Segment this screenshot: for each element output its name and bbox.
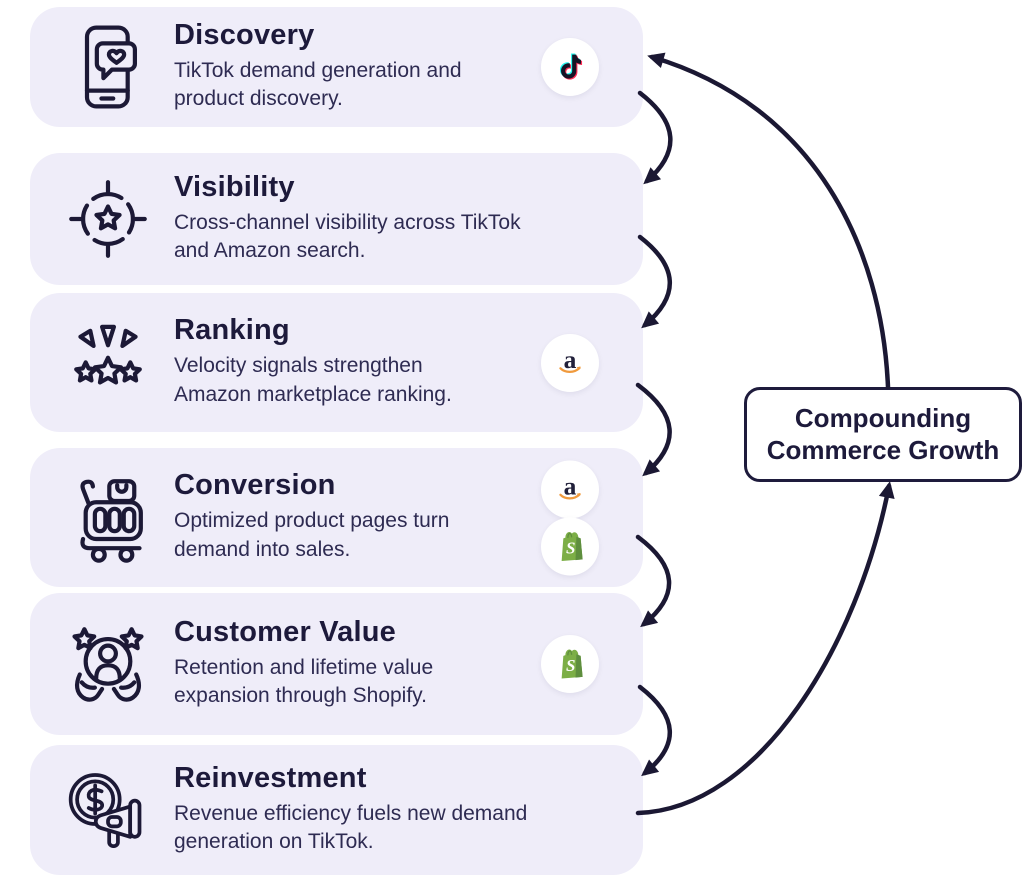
card-description: Velocity signals strengthen Amazon marke… bbox=[174, 354, 452, 406]
coin-megaphone-icon bbox=[66, 745, 150, 875]
brand-badges: S bbox=[541, 635, 599, 693]
card-title: Customer Value bbox=[174, 615, 396, 648]
card-description: TikTok demand generation and product dis… bbox=[174, 58, 462, 111]
shopify-icon: S bbox=[541, 517, 599, 575]
card-description: Retention and lifetime value expansion t… bbox=[174, 655, 434, 708]
card-description: Optimized product pages turn demand into… bbox=[174, 509, 450, 561]
card-description: Revenue efficiency fuels new demand gene… bbox=[174, 801, 528, 854]
arc-node-to-discovery bbox=[647, 52, 891, 390]
stars-burst-icon bbox=[66, 293, 150, 432]
svg-text:S: S bbox=[566, 656, 575, 675]
tiktok-icon bbox=[541, 38, 599, 96]
card-title: Reinvestment bbox=[174, 761, 367, 794]
svg-text:a: a bbox=[564, 472, 577, 500]
arc-reinvestment-to-node bbox=[635, 481, 895, 816]
amazon-icon: a bbox=[541, 460, 599, 518]
shopping-cart-icon bbox=[66, 448, 150, 587]
shopify-icon: S bbox=[541, 635, 599, 693]
card-reinvestment: Reinvestment Revenue efficiency fuels ne… bbox=[30, 745, 643, 875]
growth-node-line2: Commerce Growth bbox=[766, 434, 1000, 465]
customer-care-icon bbox=[66, 593, 150, 735]
brand-badges: a S bbox=[541, 460, 599, 575]
card-title: Ranking bbox=[174, 314, 290, 347]
growth-node-line1: Compounding bbox=[794, 402, 972, 433]
arc-customer-reinvestment bbox=[637, 684, 672, 777]
card-title: Conversion bbox=[174, 469, 336, 502]
card-visibility: Visibility Cross-channel visibility acro… bbox=[30, 153, 643, 285]
card-customer-value: Customer Value Retention and lifetime va… bbox=[30, 593, 643, 735]
brand-badges: a bbox=[541, 333, 599, 392]
target-star-icon bbox=[66, 153, 150, 285]
arc-discovery-visibility bbox=[637, 90, 673, 185]
svg-text:S: S bbox=[566, 538, 575, 557]
growth-node: Compounding Commerce Growth bbox=[744, 387, 1022, 482]
phone-heart-icon bbox=[66, 7, 150, 127]
svg-text:a: a bbox=[564, 346, 577, 374]
card-discovery: Discovery TikTok demand generation and p… bbox=[30, 7, 643, 127]
card-ranking: Ranking Velocity signals strengthen Amaz… bbox=[30, 293, 643, 432]
amazon-icon: a bbox=[541, 333, 599, 392]
brand-badges bbox=[541, 38, 599, 96]
arc-visibility-ranking bbox=[637, 234, 672, 329]
card-title: Discovery bbox=[174, 18, 315, 51]
card-title: Visibility bbox=[174, 170, 295, 203]
card-description: Cross-channel visibility across TikTok a… bbox=[174, 210, 521, 263]
card-conversion: Conversion Optimized product pages turn … bbox=[30, 448, 643, 587]
